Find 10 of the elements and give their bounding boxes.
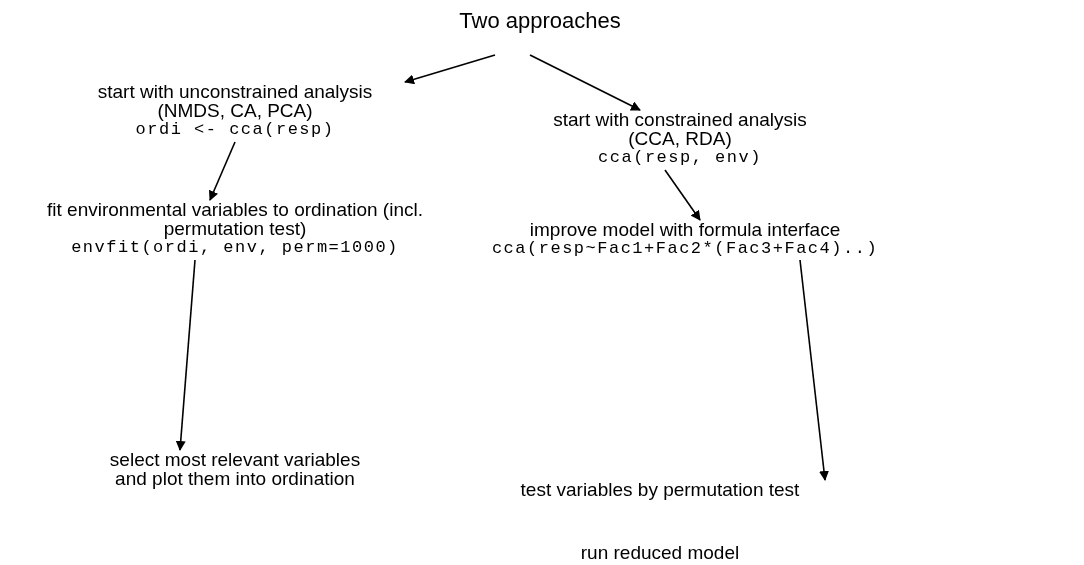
step-text: select most relevant variables and plot them into ordination <box>108 450 362 488</box>
arrow <box>208 141 236 201</box>
step-text: test variables by permutation test <box>520 480 800 499</box>
arrow <box>799 259 829 481</box>
arrow <box>529 54 641 111</box>
arrow <box>404 54 496 85</box>
heading: Two approaches <box>459 8 621 34</box>
step-text: run reduced model <box>580 543 740 562</box>
arrow <box>664 169 701 221</box>
arrow <box>175 259 196 451</box>
